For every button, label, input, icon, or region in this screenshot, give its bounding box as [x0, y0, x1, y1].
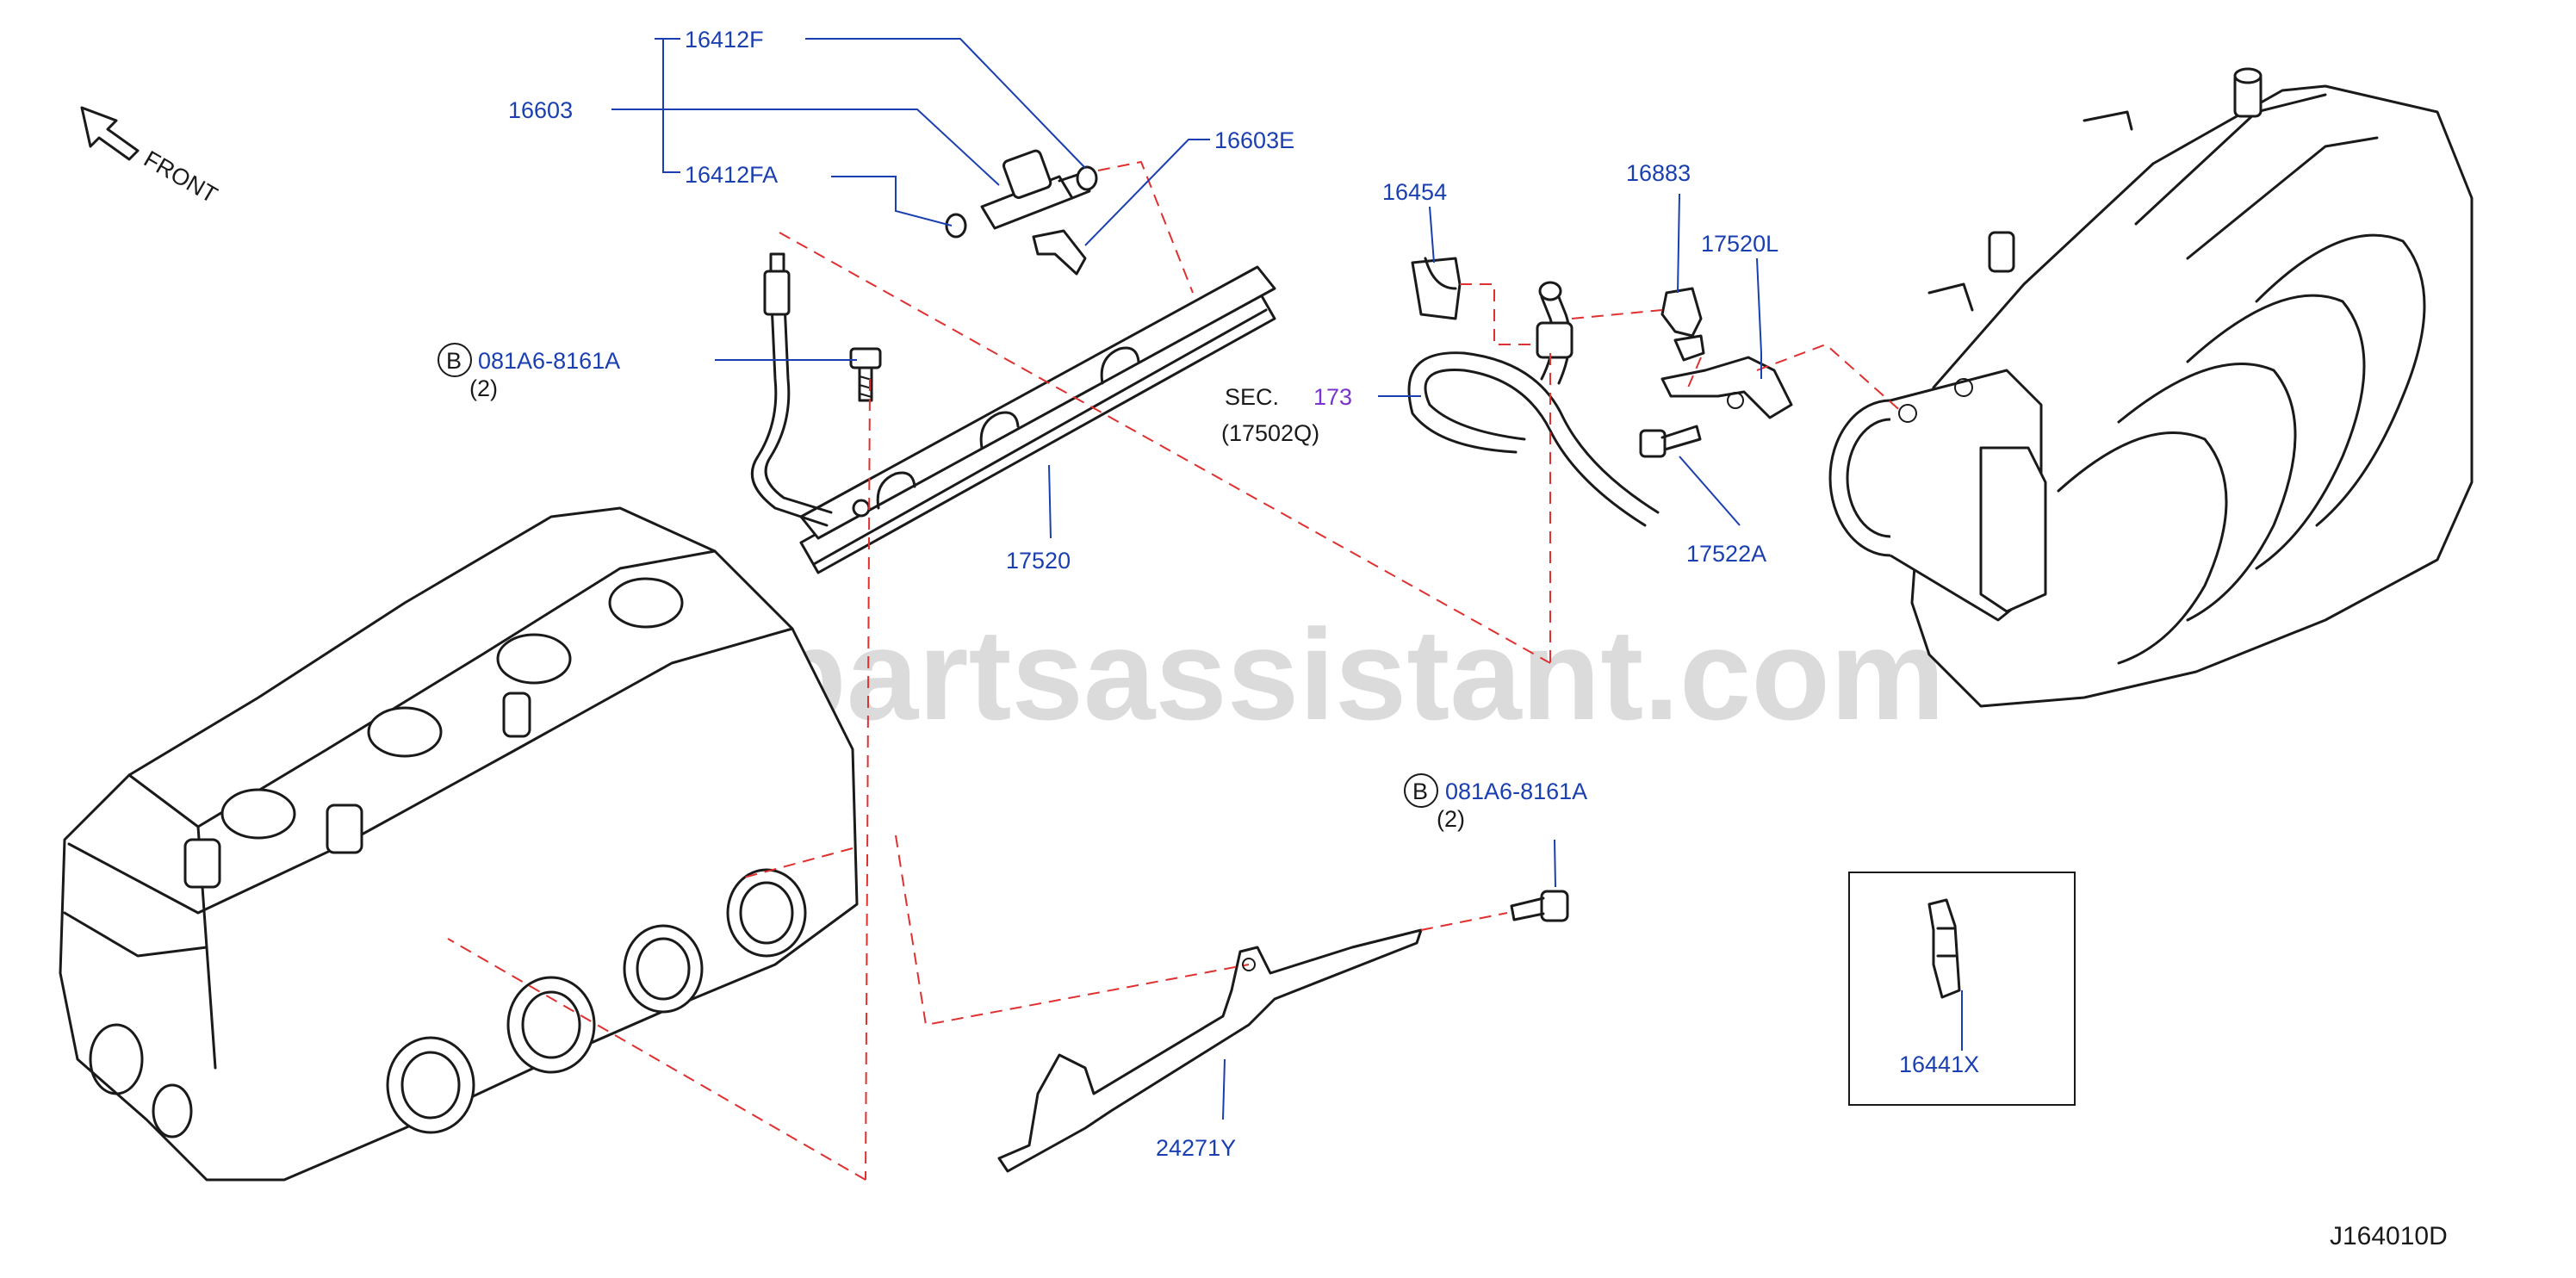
fuel-rail [750, 252, 1276, 574]
pipe-bracket [1660, 356, 1793, 419]
front-arrow-icon [80, 106, 140, 161]
callout-16441x: 16441X [1899, 1052, 1979, 1077]
injector-clip [1032, 229, 1087, 276]
callout-16454: 16454 [1382, 179, 1447, 205]
cylinder-head [59, 506, 859, 1182]
callout-bolt-top: 081A6-8161A [478, 348, 620, 374]
diagram-code: J164010D [2330, 1222, 2448, 1250]
callout-16603: 16603 [508, 97, 573, 123]
hose-clamp [1411, 257, 1462, 320]
callout-16603e: 16603E [1214, 127, 1294, 153]
bolt-bottom [1510, 890, 1569, 922]
bolt-bottom-circle-letter: B [1412, 779, 1428, 804]
bolt-bottom-qty: (2) [1437, 806, 1465, 832]
bolt-top-qty: (2) [469, 375, 498, 401]
callout-bolt-bottom: 081A6-8161A [1445, 779, 1587, 804]
hose-clip [1660, 287, 1703, 338]
section-prefix: SEC. [1225, 384, 1279, 410]
leader-lines [611, 38, 1963, 1120]
section-number: 173 [1313, 384, 1352, 410]
inset-box [1848, 872, 2076, 1106]
clip-16441x [1927, 898, 1961, 999]
bolt-bottom-circle-marker [1404, 773, 1438, 808]
callout-17520l: 17520L [1701, 231, 1778, 257]
callout-17522a: 17522A [1686, 541, 1766, 567]
o-ring-upper [1076, 165, 1098, 191]
callout-24271y: 24271Y [1156, 1135, 1236, 1161]
throttle-body [1828, 369, 2047, 622]
retainer-clip [1673, 334, 1705, 362]
callout-16412fa: 16412FA [685, 162, 778, 188]
intake-manifold [1910, 67, 2474, 708]
bolt-top [849, 347, 882, 402]
callout-16883: 16883 [1626, 160, 1691, 186]
front-label: FRONT [140, 146, 222, 208]
heat-insulator [997, 928, 1423, 1173]
fuel-injector [980, 149, 1091, 230]
section-subref: (17502Q) [1221, 420, 1319, 446]
callout-17520: 17520 [1006, 548, 1071, 574]
assembly-lines [447, 160, 1904, 1181]
callout-16412f: 16412F [685, 27, 764, 53]
insulator-hole [1242, 958, 1256, 971]
o-ring-lower [945, 213, 967, 239]
fuel-hose [1407, 281, 1660, 527]
bracket-bolt [1639, 425, 1702, 458]
bolt-top-circle-marker [438, 343, 472, 377]
bolt-top-circle-letter: B [446, 348, 462, 374]
